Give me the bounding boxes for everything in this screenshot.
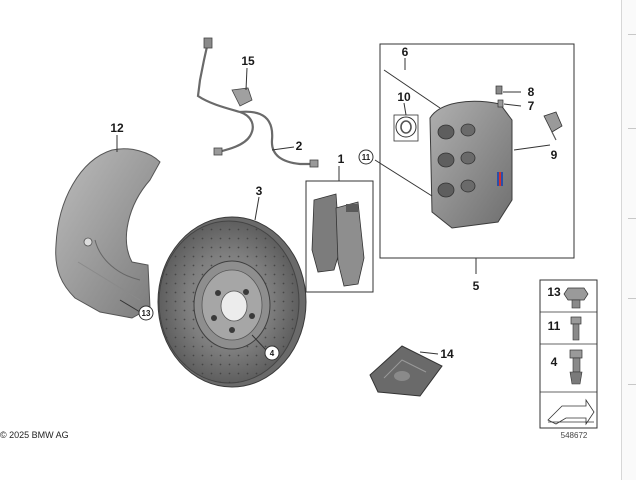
diagram-id: 548672 (561, 431, 588, 440)
leader-line (383, 69, 441, 109)
callout-10: 10 (397, 90, 411, 104)
leader-line (251, 334, 267, 351)
cap-illustration (393, 114, 419, 142)
leader-line (271, 146, 295, 151)
callout-6: 6 (402, 45, 409, 59)
caliper-illustration (429, 100, 513, 229)
callout-11: 11 (362, 153, 371, 162)
bolt-icon (570, 316, 582, 341)
copyright-text: © 2025 BMW AG (0, 430, 69, 440)
grease-pack-illustration (369, 345, 443, 397)
callout-14: 14 (440, 347, 454, 361)
bracket-illustration (543, 111, 563, 141)
callout-circle (358, 149, 374, 165)
callout-12: 12 (110, 121, 124, 135)
callout-7: 7 (528, 99, 535, 113)
fastener-legend (539, 279, 598, 429)
leader-line (245, 67, 248, 91)
callout-circle (264, 345, 280, 361)
callout-15: 15 (241, 54, 255, 68)
page-edge-scrollbar[interactable] (621, 0, 636, 480)
part-labels: 1 2 3 5 6 7 8 9 10 12 14 15 (110, 45, 557, 361)
scroll-tick (628, 34, 636, 35)
scroll-tick (628, 218, 636, 219)
wear-sensor-illustration (196, 37, 319, 168)
leader-line (419, 351, 439, 355)
scroll-tick (628, 384, 636, 385)
callout-4: 4 (270, 349, 275, 358)
brake-shield-illustration (55, 148, 161, 319)
bolt-icon (569, 349, 583, 385)
callout-2: 2 (296, 139, 303, 153)
callout-3: 3 (256, 184, 263, 198)
callout-5: 5 (473, 279, 480, 293)
callout-8: 8 (528, 85, 535, 99)
bleeder-screw-illustration (495, 85, 504, 108)
callout-13: 13 (142, 309, 151, 318)
circled-callouts: 11 13 4 (138, 149, 374, 361)
scroll-tick (628, 128, 636, 129)
leader-line (374, 159, 433, 197)
leader-line (254, 196, 260, 221)
legend-label-4: 4 (551, 355, 558, 369)
brake-pads-illustration (311, 193, 365, 287)
callout-1: 1 (338, 152, 345, 166)
legend-label-13: 13 (547, 285, 561, 299)
leader-line (503, 103, 522, 107)
bolt-icon (563, 287, 589, 309)
callout-9: 9 (551, 148, 558, 162)
brake-disc-illustration (157, 216, 307, 388)
callout-circle (138, 305, 154, 321)
legend-label-11: 11 (548, 319, 561, 333)
leader-line (403, 102, 407, 116)
arrow-icon (547, 398, 595, 426)
leader-line (119, 299, 141, 313)
scroll-tick (628, 298, 636, 299)
leader-line (513, 144, 551, 151)
